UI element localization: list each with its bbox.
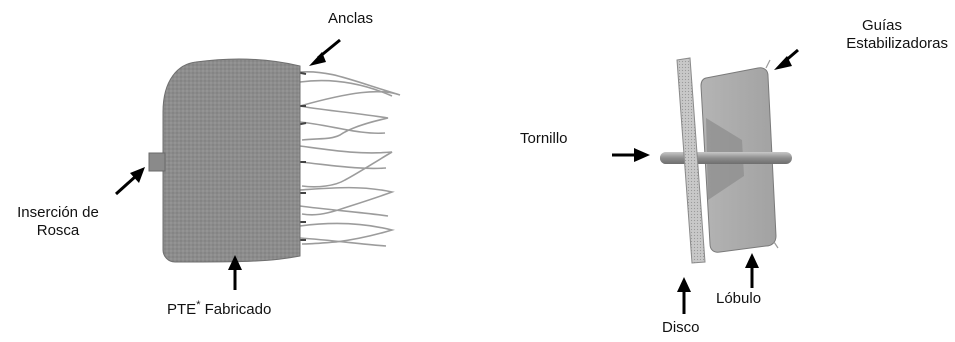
fabric-label: PTE* Fabricado — [167, 296, 271, 319]
guides-label: Guías Estabilizadoras — [810, 17, 948, 53]
guides-arrow — [774, 48, 799, 70]
screw-arrow — [612, 148, 650, 162]
anchors-label: Anclas — [328, 10, 374, 27]
disc-arrow — [677, 277, 691, 314]
lobe-arrow — [745, 253, 759, 288]
arrows — [114, 38, 799, 314]
fabric-label-prefix: PTE — [167, 301, 197, 318]
right-device — [660, 57, 792, 264]
fabric-arrow — [228, 255, 242, 290]
thread-insert-label-line2: Rosca — [36, 222, 80, 239]
disc-label: Disco — [662, 319, 700, 336]
anchor-wires — [299, 70, 401, 247]
screw-head — [660, 152, 684, 164]
fabric-label-marker: * — [196, 299, 201, 311]
thread-insert-label-line1: Inserción de — [17, 204, 99, 221]
lobe-label: Lóbulo — [716, 290, 762, 307]
guides-label-line2: Estabilizadoras — [846, 35, 948, 52]
thread-insert — [148, 152, 166, 172]
screw-label: Tornillo — [520, 130, 568, 147]
disc — [676, 57, 706, 264]
guides-label-line1: Guías — [861, 17, 903, 34]
thread-insert-label: Inserción de Rosca — [6, 204, 110, 240]
anchors-arrow — [309, 38, 341, 66]
left-device — [148, 58, 401, 263]
fabric-label-suffix: Fabricado — [200, 301, 272, 318]
thread-insert-arrow — [114, 167, 145, 196]
fabric-body — [162, 58, 301, 263]
